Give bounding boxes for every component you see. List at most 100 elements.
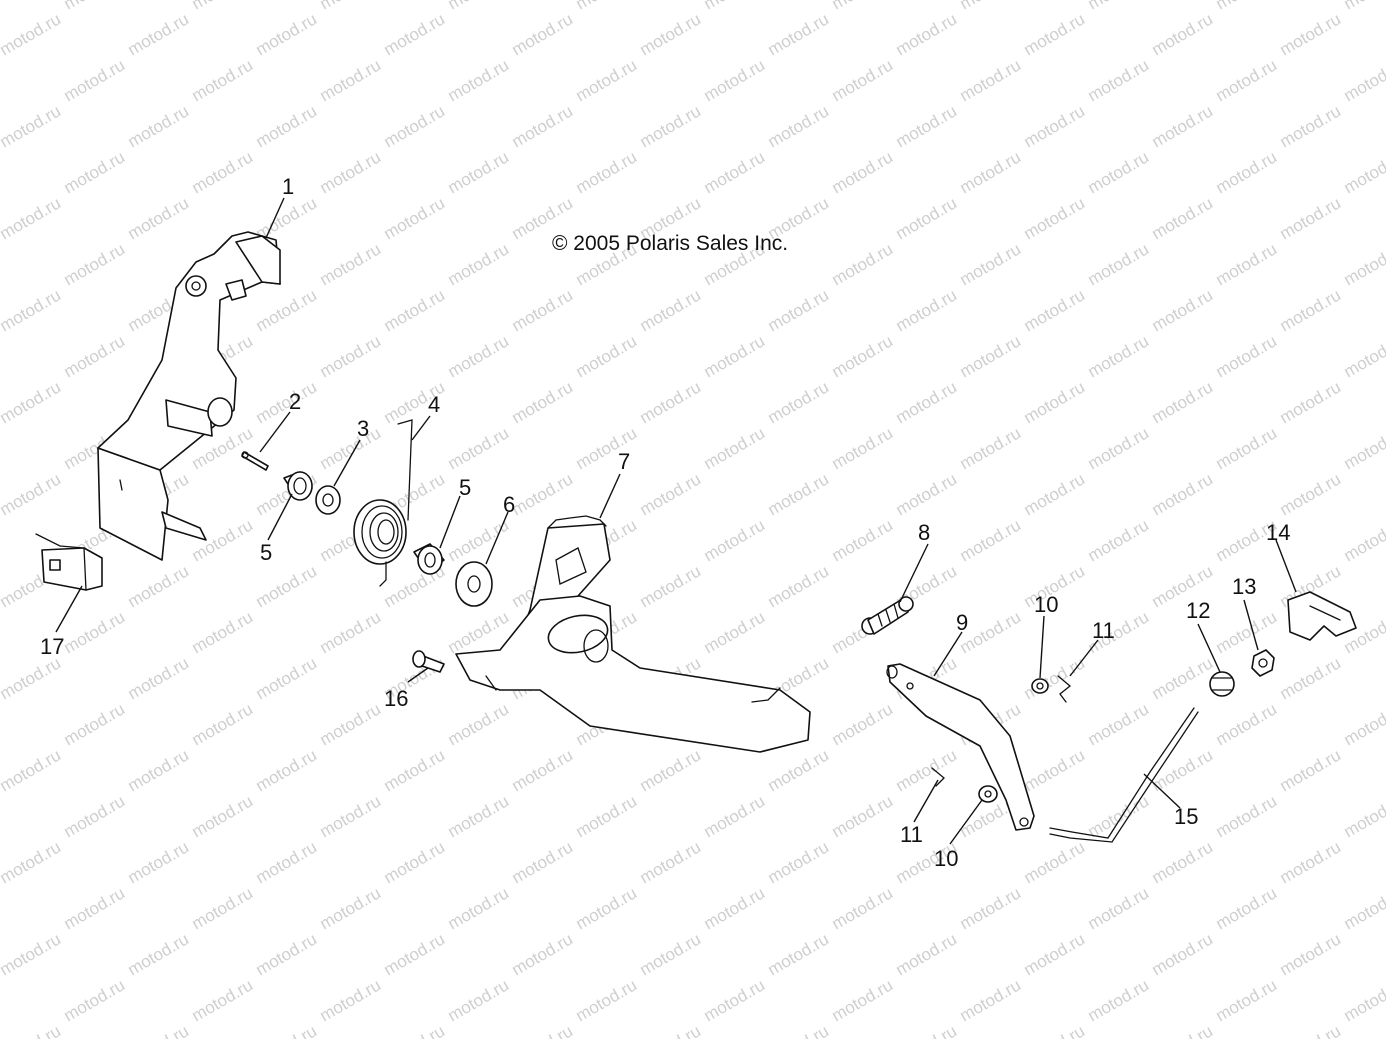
watermark-text: motod.ru: [317, 699, 385, 749]
watermark-text: motod.ru: [1277, 193, 1345, 243]
watermark-text: motod.ru: [253, 929, 321, 979]
watermark-text: motod.ru: [765, 377, 833, 427]
watermark-text: motod.ru: [637, 9, 705, 59]
watermark-text: motod.ru: [1277, 1021, 1345, 1039]
watermark-text: motod.ru: [1341, 699, 1386, 749]
watermark-text: motod.ru: [125, 1021, 193, 1039]
watermark-text: motod.ru: [829, 699, 897, 749]
watermark-text: motod.ru: [701, 423, 769, 473]
watermark-text: motod.ru: [1149, 193, 1217, 243]
watermark-text: motod.ru: [189, 0, 257, 13]
watermark-text: motod.ru: [509, 101, 577, 151]
watermark-text: motod.ru: [1277, 101, 1345, 151]
watermark-text: motod.ru: [509, 1021, 577, 1039]
callout-17: 17: [40, 634, 64, 659]
watermark-text: motod.ru: [957, 883, 1025, 933]
watermark-text: motod.ru: [573, 147, 641, 197]
watermark-text: motod.ru: [253, 285, 321, 335]
watermark-text: motod.ru: [637, 745, 705, 795]
watermark-text: motod.ru: [253, 561, 321, 611]
watermark-text: motod.ru: [1341, 147, 1386, 197]
watermark-text: motod.ru: [445, 975, 513, 1025]
part-1-bracket: [97, 231, 281, 561]
watermark-text: motod.ru: [829, 331, 897, 381]
watermark-text: motod.ru: [1277, 837, 1345, 887]
watermark-text: motod.ru: [829, 55, 897, 105]
watermark-text: motod.ru: [957, 55, 1025, 105]
watermark-text: motod.ru: [0, 285, 64, 335]
callout-14: 14: [1266, 520, 1290, 545]
watermark-text: motod.ru: [1213, 239, 1281, 289]
watermark-text: motod.ru: [701, 791, 769, 841]
watermark-text: motod.ru: [1277, 745, 1345, 795]
watermark-text: motod.ru: [317, 239, 385, 289]
watermark-text: motod.ru: [957, 975, 1025, 1025]
watermark-text: motod.ru: [637, 837, 705, 887]
part-6-washer: [455, 561, 493, 607]
watermark-text: motod.ru: [381, 837, 449, 887]
watermark-text: motod.ru: [765, 469, 833, 519]
part-14-pedal-pad: [1287, 591, 1357, 641]
leader-lines: [55, 197, 1297, 845]
watermark-text: motod.ru: [1021, 285, 1089, 335]
watermark-text: motod.ru: [61, 147, 129, 197]
watermark-text: motod.ru: [61, 791, 129, 841]
watermark-text: motod.ru: [1149, 9, 1217, 59]
watermark-text: motod.ru: [253, 101, 321, 151]
part-9-lever-arm: [886, 663, 1035, 831]
watermark-text: motod.ru: [1213, 331, 1281, 381]
part-8-tension-spring: [861, 596, 914, 635]
watermark-text: motod.ru: [317, 975, 385, 1025]
callout-6: 6: [503, 492, 515, 517]
watermark-text: motod.ru: [957, 0, 1025, 13]
watermark-text: motod.ru: [1085, 883, 1153, 933]
watermark-text: motod.ru: [1085, 423, 1153, 473]
watermark-text: motod.ru: [381, 929, 449, 979]
watermark-text: motod.ru: [893, 285, 961, 335]
watermark-text: motod.ru: [61, 0, 129, 13]
watermark-text: motod.ru: [1149, 285, 1217, 335]
part-17-switch: [35, 533, 103, 591]
watermark-text: motod.ru: [509, 837, 577, 887]
watermark-text: motod.ru: [125, 193, 193, 243]
watermark-text: motod.ru: [189, 55, 257, 105]
watermark-text: motod.ru: [381, 745, 449, 795]
watermark-text: motod.ru: [573, 975, 641, 1025]
watermark-text: motod.ru: [765, 929, 833, 979]
watermark-text: motod.ru: [1277, 469, 1345, 519]
watermark-text: motod.ru: [253, 377, 321, 427]
watermark-text: motod.ru: [445, 699, 513, 749]
watermark-text: motod.ru: [765, 9, 833, 59]
watermark-text: motod.ru: [125, 653, 193, 703]
watermark-text: motod.ru: [1213, 0, 1281, 13]
watermark-text: motod.ru: [957, 515, 1025, 565]
watermark-text: motod.ru: [1213, 791, 1281, 841]
watermark-text: motod.ru: [765, 837, 833, 887]
watermark-text: motod.ru: [893, 1021, 961, 1039]
watermark-text: motod.ru: [189, 883, 257, 933]
watermark-text: motod.ru: [1341, 331, 1386, 381]
watermark-text: motod.ru: [637, 469, 705, 519]
watermark-text: motod.ru: [381, 1021, 449, 1039]
part-10-washer-bottom: [978, 785, 998, 803]
callout-8: 8: [918, 520, 930, 545]
watermark-text: motod.ru: [637, 377, 705, 427]
watermark-text: motod.ru: [1213, 147, 1281, 197]
watermark-text: motod.ru: [829, 147, 897, 197]
watermark-text: motod.ru: [701, 0, 769, 13]
part-16-clevis-pin: [412, 650, 445, 673]
watermark-text: motod.ru: [1149, 1021, 1217, 1039]
watermark-text: motod.ru: [317, 883, 385, 933]
watermark-text: motod.ru: [829, 423, 897, 473]
watermark-text: motod.ru: [701, 883, 769, 933]
callout-7: 7: [618, 449, 630, 474]
watermark-text: motod.ru: [1341, 239, 1386, 289]
watermark-text: motod.ru: [509, 745, 577, 795]
watermark-text: motod.ru: [1341, 515, 1386, 565]
watermark-text: motod.ru: [125, 929, 193, 979]
watermark-text: motod.ru: [1277, 653, 1345, 703]
watermark-text: motod.ru: [1149, 101, 1217, 151]
watermark-text: motod.ru: [1021, 1021, 1089, 1039]
watermark-text: motod.ru: [61, 55, 129, 105]
